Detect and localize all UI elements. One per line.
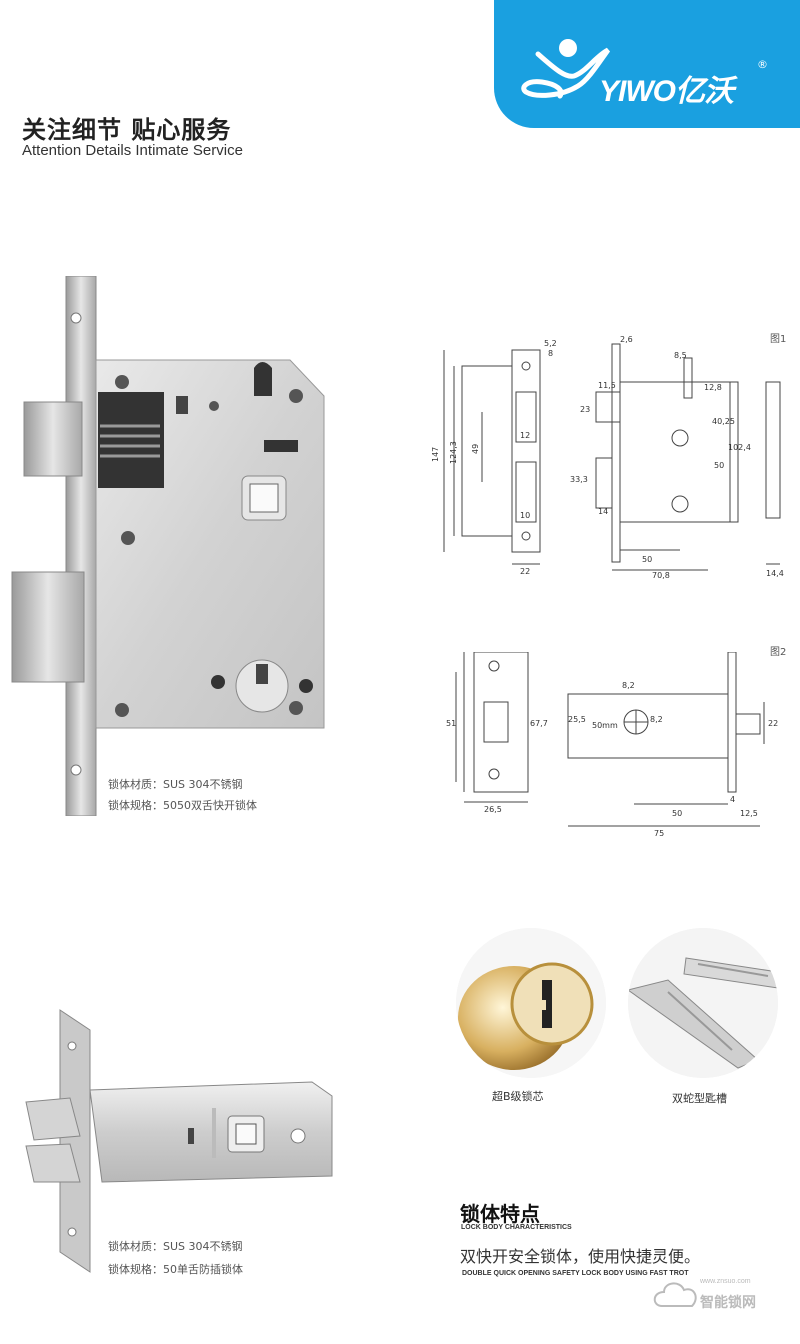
dim-14: 14 bbox=[598, 507, 608, 516]
dim-23: 23 bbox=[580, 405, 590, 414]
dim-22: 22 bbox=[520, 567, 530, 576]
watermark-text: 智能锁网 bbox=[700, 1295, 756, 1311]
page-title: 关注细节 贴心服务 bbox=[22, 116, 232, 144]
dim-67-7: 67,7 bbox=[530, 719, 548, 728]
dim-50: 50 bbox=[672, 809, 682, 818]
dim-40-25: 40,25 bbox=[712, 417, 735, 426]
cylinder-caption: 超B级锁芯 bbox=[492, 1090, 544, 1103]
features-line: 双快开安全锁体，使用快捷灵便。 bbox=[460, 1247, 701, 1266]
dim-50-horizontal: 50 bbox=[642, 555, 652, 564]
figure1-drawing: 5,2 8 147 124,3 49 12 10 22 2,6 8,5 11,5… bbox=[431, 335, 784, 580]
lock-cylinder-detail bbox=[456, 928, 606, 1078]
dim-8-2-side: 8,2 bbox=[650, 715, 663, 724]
key-detail bbox=[628, 928, 778, 1078]
dim-8: 8 bbox=[548, 349, 553, 358]
dim-2-6: 2,6 bbox=[620, 335, 633, 344]
dim-51: 51 bbox=[446, 719, 456, 728]
dim-70-8: 70,8 bbox=[652, 571, 670, 580]
latch-lock-image bbox=[25, 1009, 333, 1273]
figure1-label: 图1 bbox=[770, 334, 787, 345]
features-title: 锁体特点 bbox=[460, 1202, 540, 1226]
dim-14-4: 14,4 bbox=[766, 569, 784, 578]
dim-4: 4 bbox=[730, 795, 735, 804]
dim-26-5: 26,5 bbox=[484, 805, 502, 814]
label-50mm: 50mm bbox=[592, 721, 618, 730]
page-subtitle: Attention Details Intimate Service bbox=[22, 142, 243, 159]
dim-25-5: 25,5 bbox=[568, 715, 586, 724]
figure2-label: 图2 bbox=[770, 647, 787, 658]
watermark-url: www.znsuo.com bbox=[700, 1278, 751, 1285]
brand-logo-icon bbox=[521, 39, 611, 99]
product2-spec: 锁体规格：50单舌防插锁体 bbox=[108, 1263, 243, 1276]
product2-material: 锁体材质：SUS 304不锈钢 bbox=[108, 1240, 243, 1253]
dim-124-3: 124,3 bbox=[449, 441, 458, 464]
dim-5-2: 5,2 bbox=[544, 339, 557, 348]
registered-mark: ® bbox=[757, 58, 768, 71]
product1-spec: 锁体规格：5050双舌快开锁体 bbox=[108, 799, 257, 812]
dim-12-8: 12,8 bbox=[704, 383, 722, 392]
cloud-icon bbox=[653, 1282, 697, 1307]
dim-12-5: 12,5 bbox=[740, 809, 758, 818]
features-line-en: DOUBLE QUICK OPENING SAFETY LOCK BODY US… bbox=[462, 1270, 689, 1277]
brand-name: YIWO亿沃 bbox=[599, 75, 734, 108]
product1-material: 锁体材质：SUS 304不锈钢 bbox=[108, 778, 243, 791]
dim-33-3: 33,3 bbox=[570, 475, 588, 484]
dim-102-4: 102,4 bbox=[728, 443, 751, 452]
dim-22: 22 bbox=[768, 719, 778, 728]
key-caption: 双蛇型匙槽 bbox=[672, 1092, 727, 1105]
features-title-en: LOCK BODY CHARACTERISTICS bbox=[461, 1224, 572, 1231]
dim-10: 10 bbox=[520, 511, 530, 520]
dim-75: 75 bbox=[654, 829, 664, 837]
dim-11-5: 11,5 bbox=[598, 381, 616, 390]
key-icon bbox=[628, 928, 778, 1078]
figure2-drawing: 51 67,7 26,5 8,2 25,5 50mm 8,2 22 50 4 1… bbox=[446, 652, 778, 837]
dim-12: 12 bbox=[520, 431, 530, 440]
dim-8-2-top: 8,2 bbox=[622, 681, 635, 690]
mortise-lock-image bbox=[11, 276, 325, 816]
dim-147: 147 bbox=[431, 447, 440, 462]
dim-50-vertical: 50 bbox=[714, 461, 724, 470]
dim-49: 49 bbox=[471, 444, 480, 454]
lock-cylinder-icon bbox=[456, 928, 606, 1078]
brand-banner: YIWO亿沃 ® bbox=[494, 0, 800, 128]
dim-8-5: 8,5 bbox=[674, 351, 687, 360]
